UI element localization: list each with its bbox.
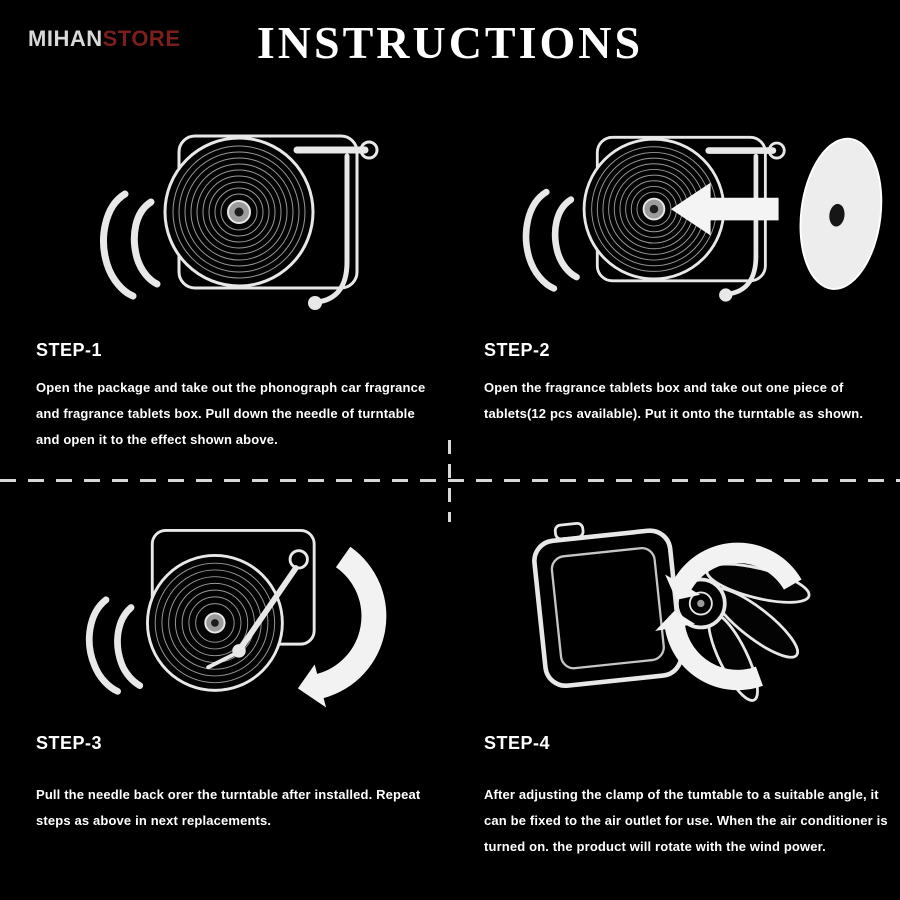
fragrance-tablet-disc (799, 137, 883, 290)
step2-illustration (484, 72, 890, 332)
step1-illustration (36, 72, 442, 332)
vent-clamp-back-view-drawing (532, 522, 811, 702)
step3-section: STEP-3 Pull the needle back orer the tur… (36, 515, 442, 834)
store-logo: MIHANSTORE (28, 26, 181, 52)
rotation-arrow-top-icon (665, 542, 802, 600)
step3-text: Pull the needle back orer the turntable … (36, 787, 421, 828)
logo-text-mihan: MIHAN (28, 26, 103, 51)
page-title: INSTRUCTIONS (256, 17, 644, 68)
phonograph-front-view-drawing (100, 134, 379, 310)
logo-text-store: STORE (102, 26, 181, 51)
step1-text: Open the package and take out the phonog… (36, 380, 426, 447)
step4-illustration (484, 515, 890, 727)
step3-label: STEP-3 (36, 733, 103, 753)
rotate-down-arrow-icon (297, 546, 387, 708)
step4-label: STEP-4 (484, 733, 551, 753)
step1-label: STEP-1 (36, 340, 103, 360)
phonograph-tablet-insert-drawing (522, 135, 883, 302)
phonograph-needle-swing-drawing (85, 528, 387, 708)
step3-illustration (36, 515, 442, 727)
insert-arrow-icon (670, 182, 779, 236)
step2-text: Open the fragrance tablets box and take … (484, 380, 864, 421)
vertical-divider (448, 440, 451, 522)
step2-label: STEP-2 (484, 340, 551, 360)
step4-text: After adjusting the clamp of the tumtabl… (484, 787, 888, 854)
rotation-arrow-bottom-icon (655, 610, 763, 691)
step4-section: STEP-4 After adjusting the clamp of the … (484, 515, 890, 860)
step1-section: STEP-1 Open the package and take out the… (36, 72, 442, 453)
step2-section: STEP-2 Open the fragrance tablets box an… (484, 72, 890, 427)
